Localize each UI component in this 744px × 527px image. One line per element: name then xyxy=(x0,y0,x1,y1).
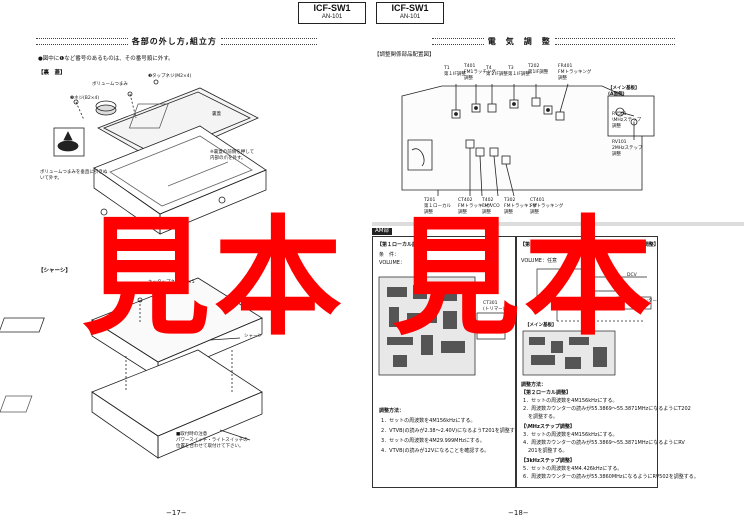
step3-2: 4．周波数カウンターの読みが55.3869〜55.3871MHzになるようにRV xyxy=(523,440,685,446)
page-number-right: −18− xyxy=(508,509,529,517)
circuit-sketch xyxy=(522,268,652,376)
label-ct401: CT401 FMトラッキング 調整 xyxy=(530,198,564,215)
panel-volume: VOLUME：任意 xyxy=(521,258,557,264)
label-back-cover: 裏蓋 xyxy=(212,112,221,117)
right-page: ICF-SW1 AN-101 電 気 調 整 【調整関係部品配置図】 xyxy=(372,0,744,527)
label-volume-knob: ボリュームつまみ xyxy=(92,82,128,87)
first-local-panel: 【第１ローカル調整】 条 件： VOLUME： CT301 (トリマー) 調整方… xyxy=(372,236,525,488)
label-t3: T3 第１IF調整 xyxy=(508,66,530,77)
note-volume: ボリュームつまみを垂直に引きぬ いて外す。 xyxy=(40,170,108,181)
label-fr401: FR401 FMトラッキング 調整 xyxy=(558,64,592,81)
page-title: 各部の外し方,組立方 xyxy=(131,37,217,46)
label-chassis: シャーシ xyxy=(244,334,262,339)
label-rv501: RV501 \MHzステップ 調整 xyxy=(612,112,642,129)
label-t402: T402 FM VCO 調整 xyxy=(482,198,500,215)
model-name: ICF-SW1 xyxy=(391,3,429,13)
model-sub: AN-101 xyxy=(399,14,421,20)
instruction-note: ●図中に❶など番号のあるものは、その番号順に外す。 xyxy=(38,56,174,62)
label-t302: T302 FMトラッキング 調整 xyxy=(504,198,538,215)
label-freq-counter: 周波数カウンター xyxy=(621,299,657,304)
sub2-title: 【第２ローカル調整】 xyxy=(521,390,572,396)
label-t201: T201 第１ローカル 調整 xyxy=(424,198,451,215)
label-tap-screw: キッタップネジ(M2×5 xyxy=(148,280,195,285)
board-layout-diagram xyxy=(372,83,744,226)
sub3-title: 【\MHzステップ調整】 xyxy=(521,424,575,430)
step4-1: 5．セットの周波数を4M4.426kHzにする。 xyxy=(523,466,623,472)
am-section-tag: AM部 xyxy=(372,228,393,235)
model-box-left: ICF-SW1 AN-101 xyxy=(298,2,366,24)
step2-3: を調整する。 xyxy=(523,414,559,420)
step-3: 3．セットの周波数を4M29.999MHzにする。 xyxy=(381,438,485,444)
label-dcv: DCV xyxy=(627,273,637,278)
section-back-cover: 【裏 蓋】 xyxy=(38,70,66,76)
model-name: ICF-SW1 xyxy=(313,3,351,13)
label-screw-2: ❷ネジ(B2×4) xyxy=(70,96,100,101)
label-screw-3: ❸タップネジ(M2×4) xyxy=(148,74,192,79)
label-t401: T401 FM1ラッチング 調整 xyxy=(464,64,496,81)
panel-title: 【第１ローカル調整】 xyxy=(377,242,428,248)
second-local-panel: 【第２ローカル調整】【\MHzステップ/3MHzステップ調整】 VOLUME：任… xyxy=(516,236,699,488)
step-1: 1．セットの周波数を4M156kHzにする。 xyxy=(381,418,476,424)
section-title-left: 各部の外し方,組立方 xyxy=(36,36,317,47)
label-t1: T1 第１IF調整 xyxy=(444,66,466,77)
step3-1: 3．セットの周波数を4M156kHzにする。 xyxy=(523,432,618,438)
panel-condition: 条 件： xyxy=(379,252,400,258)
steps2-title: 調整方法： xyxy=(521,382,547,388)
step4-2: 6．周波数カウンターの読みが55.3860MHzになるようにRV502を調整する… xyxy=(523,474,699,480)
panel-volume: VOLUME： xyxy=(379,260,405,266)
note-install: ■取付時の注意 パワースイッチ・ライトスイッチの 位置を合わせて取付けて下さい。 xyxy=(176,432,248,449)
step3-3: 201を調整する。 xyxy=(523,448,568,454)
section-chassis: 【シャーシ】 xyxy=(38,268,71,274)
step-4: 4．VTVB(の読みが12Vになることを確認する。 xyxy=(381,448,490,454)
watermark-right: 見本 xyxy=(392,204,657,353)
step2-2: 2．周波数カウンターの読みが55.3869〜55.3871MHzになるようにT2… xyxy=(523,406,691,412)
step2-1: 1．セットの周波数を4M156kHzにする。 xyxy=(523,398,618,404)
left-page: ICF-SW1 AN-101 各部の外し方,組立方 ●図中に❶など番号のあるもの… xyxy=(0,2,366,517)
page-number-left: −17− xyxy=(166,509,187,517)
sub4-title: 【3kHzステップ調整】 xyxy=(521,458,575,464)
label-main-board: 【メイン基板】 (A面側) xyxy=(608,86,640,97)
label-ct301: CT301 (トリマー) xyxy=(483,301,505,312)
note-push: ※裏蓋の前側を押して 内部の爪を外す。 xyxy=(210,150,255,161)
label-t202: T202 第1IF調整 xyxy=(528,64,549,75)
label-main-board-b: 【メイン基板】 xyxy=(525,323,557,328)
steps-title: 調整方法： xyxy=(379,408,405,414)
page-title: 電 気 調 整 xyxy=(487,37,551,46)
board-photo xyxy=(378,276,506,376)
panel-title: 【第２ローカル調整】【\MHzステップ/3MHzステップ調整】 xyxy=(520,242,659,248)
disassembly-diagram xyxy=(0,79,267,459)
section-title-right: 電 気 調 整 xyxy=(432,36,675,47)
model-box-right: ICF-SW1 AN-101 xyxy=(376,2,444,24)
step-2: 2．VTVB(の読みが2.38〜2.40V)になるようT201を調整する。 xyxy=(381,428,525,434)
label-t4: T4 第２IF調整 xyxy=(486,66,508,77)
label-rv101: RV101 2MHzステップ 調整 xyxy=(612,140,643,157)
model-sub: AN-101 xyxy=(321,14,343,20)
label-ct402: CT402 FMトラッキング 調整 xyxy=(458,198,492,215)
section-layout: 【調整関係部品配置図】 xyxy=(374,52,435,58)
watermark-left: 見本 xyxy=(82,204,347,353)
